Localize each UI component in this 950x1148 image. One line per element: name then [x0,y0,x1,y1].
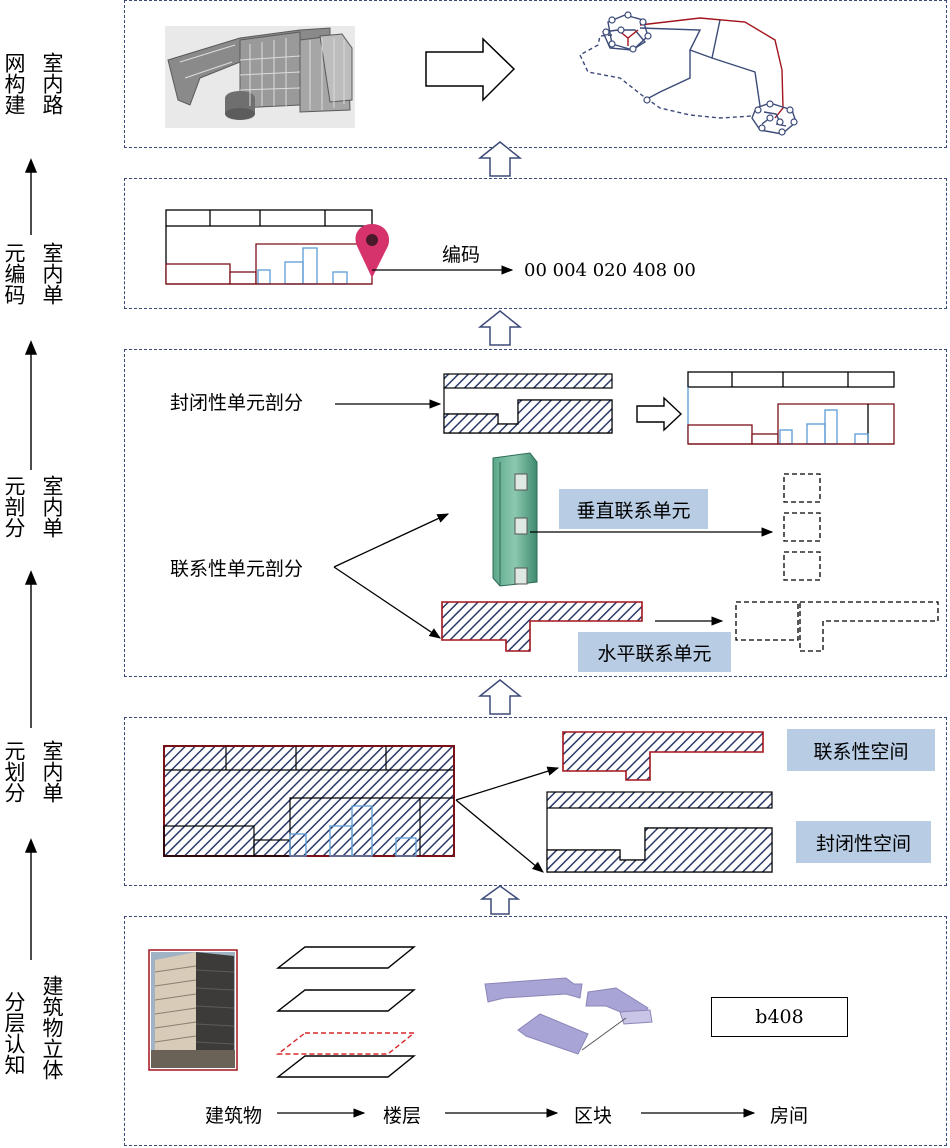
vertical-shaft-3d [492,452,538,587]
big-right-arrow [425,37,516,102]
left-up-arrows [24,158,38,960]
stage-label-2-col1: 元划分 [2,740,26,803]
encoding-floor-plan [165,209,373,285]
panel-indoor-road-network [124,0,947,148]
indoor-road-network-graph [579,14,797,135]
stage-label-1-col1: 分层认知 [2,991,26,1075]
location-pin-icon [355,224,390,278]
flow-building: 建筑物 [205,1105,263,1127]
stage-label-4: 元编码 室内单 [0,242,65,305]
partition-arrows [455,766,560,873]
panel-building-layer-cognition [124,916,947,1146]
stage-label-5-col2: 室内路 [40,52,64,115]
stage-label-2: 元划分 室内单 [0,740,65,803]
stage-label-3: 元剖分 室内单 [0,475,65,538]
panel-indoor-unit-partition [124,717,947,886]
stage-label-4-col1: 元编码 [2,242,26,305]
closed-space-partition [546,791,773,873]
unit-code: 00 004 020 408 00 [524,260,696,281]
stage-label-1: 分层认知 建筑物立体 [0,975,65,1080]
link-unit-subdivision-label: 联系性单元剖分 [170,558,304,580]
building-photo [148,949,238,1071]
stage-label-5: 网构建 室内路 [0,52,65,115]
stage-label-4-col2: 室内单 [40,242,64,305]
stage-label-5-col1: 网构建 [2,52,26,115]
hollow-right-arrow [636,396,683,432]
floor-layers [275,946,416,1078]
closed-unit-subdivision-label: 封闭性单元剖分 [170,392,304,414]
closed-units-plan [687,371,895,445]
block-3d-shapes [484,977,653,1055]
stage-label-1-col2: 建筑物立体 [40,975,64,1080]
flow-block: 区块 [574,1105,613,1127]
flow-floor: 楼层 [383,1105,422,1127]
vertical-link-unit-tag: 垂直联系单元 [559,489,708,529]
horizontal-unit-boxes [735,601,939,652]
horizontal-link-shape [441,601,643,652]
closed-space-shape [443,373,613,434]
partition-floor-plan [163,745,455,857]
stage-up-arrows [477,141,523,915]
horizontal-link-unit-tag: 水平联系单元 [578,632,731,672]
stage-label-2-col2: 室内单 [40,740,64,803]
stage-label-3-col1: 元剖分 [2,475,26,538]
encode-label: 编码 [442,244,481,266]
panel-indoor-unit-subdivision [124,349,947,677]
stage-label-3-col2: 室内单 [40,475,64,538]
link-space-tag: 联系性空间 [787,729,935,771]
room-id-box: b408 [711,997,848,1037]
vertical-unit-boxes [783,473,821,581]
building-3d-model [165,26,355,128]
flow-room: 房间 [770,1105,809,1127]
link-space-shape [562,731,764,781]
link-arrows [333,513,450,639]
panel-indoor-unit-encoding [124,178,947,309]
closed-space-tag: 封闭性空间 [796,821,931,863]
network-nodes [602,11,798,136]
